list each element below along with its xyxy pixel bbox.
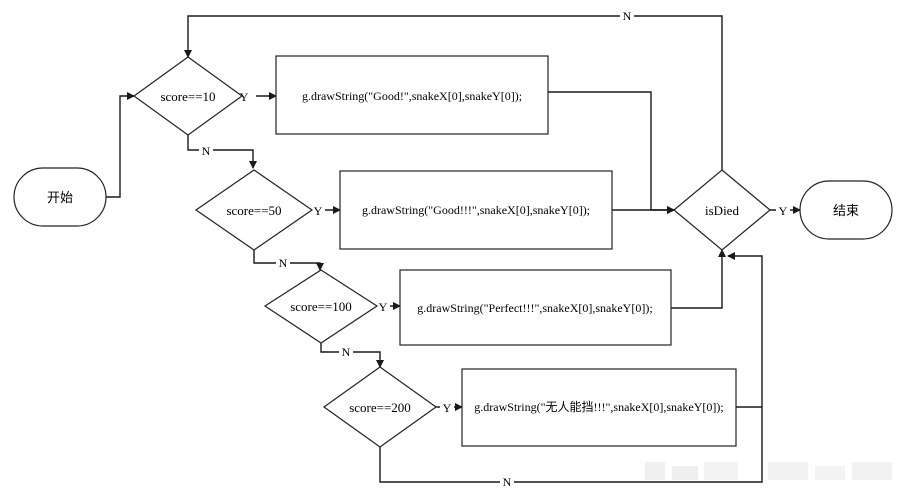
edge-label-cond3-no: N [342,345,351,359]
decision-isdied: isDied [673,169,771,251]
end-label: 结束 [833,204,859,219]
decision-score-50: score==50 [194,169,314,251]
edge-label-cond2-no: N [279,256,288,270]
edge-start-to-cond1 [106,92,135,198]
edge-action3-to-isdied [671,249,726,309]
edge-isdied-no [184,15,723,170]
edge-label-cond2-yes: Y [314,204,323,218]
action-good-3: g.drawString("Good!!!",snakeX[0],snakeY[… [339,170,613,250]
edge-label-cond4-no: N [503,475,512,489]
decision-score-10-label: score==10 [160,89,215,104]
action-good-label: g.drawString("Good!",snakeX[0],snakeY[0]… [302,89,522,103]
edge-label-cond3-yes: Y [379,300,388,314]
decision-score-50-label: score==50 [226,203,281,218]
edge-label-cond4-yes: Y [443,401,452,415]
decision-score-200-label: score==200 [349,400,411,415]
decision-score-100-label: score==100 [290,299,352,314]
end-node: 结束 [799,180,893,240]
decision-isdied-label: isDied [705,203,739,218]
edge-label-isdied-yes: Y [779,204,788,218]
start-label: 开始 [47,191,73,206]
decision-score-200: score==200 [322,366,438,448]
decision-score-100: score==100 [263,269,379,344]
edge-cond4-no [379,252,763,483]
edge-label-cond1-no: N [202,144,211,158]
start-node: 开始 [13,167,107,227]
action-unstoppable: g.drawString("无人能挡!!!",snakeX[0],snakeY[… [461,368,737,447]
edge-label-isdied-no: N [623,9,632,23]
action-perfect-label: g.drawString("Perfect!!!",snakeX[0],snak… [417,301,652,315]
edge-cond1-no [187,135,257,169]
action-good-3-label: g.drawString("Good!!!",snakeX[0],snakeY[… [362,203,590,217]
decision-score-10: score==10 [132,56,244,136]
action-perfect: g.drawString("Perfect!!!",snakeX[0],snak… [399,269,672,346]
action-good: g.drawString("Good!",snakeX[0],snakeY[0]… [275,55,549,135]
watermark-blur [645,462,892,480]
action-unstoppable-label: g.drawString("无人能挡!!!",snakeX[0],snakeY[… [474,400,723,414]
edge-label-cond1-yes: Y [240,90,249,104]
